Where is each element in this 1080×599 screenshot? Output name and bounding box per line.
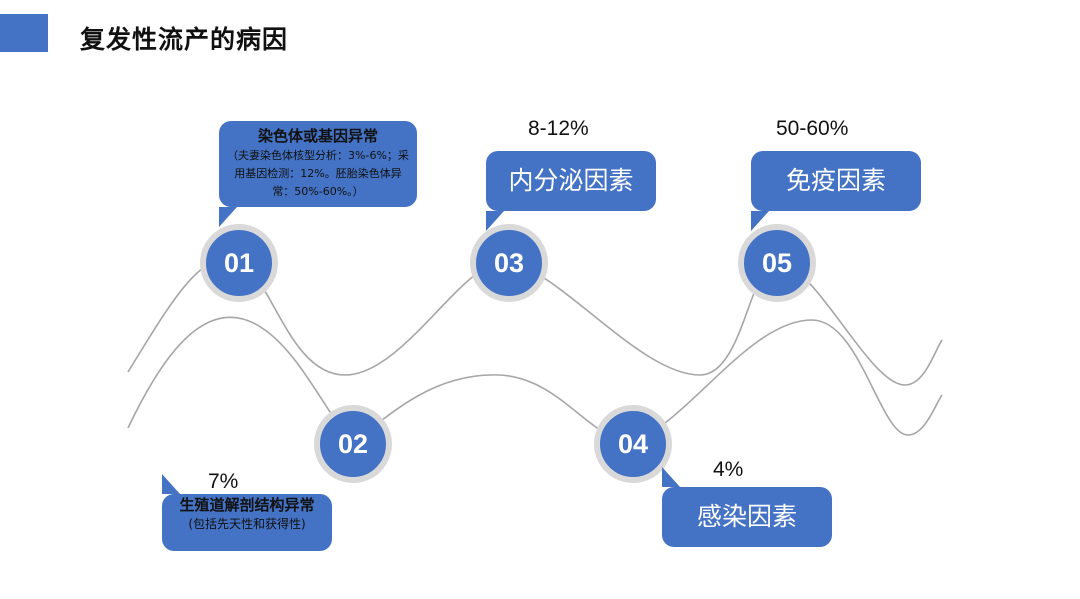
infection-percent: 4%: [713, 458, 744, 481]
immune-title: 免疫因素: [785, 166, 886, 195]
page-title: 复发性流产的病因: [80, 25, 289, 54]
chromosome-note: （夫妻染色体核型分析：3%-6%；采用基因检测：12%。胚胎染色体异常：50%-…: [227, 149, 409, 198]
infection-title: 感染因素: [696, 502, 797, 531]
node-03: 03: [470, 224, 548, 302]
node-04-label: 04: [617, 428, 649, 459]
node-05: 05: [738, 224, 816, 302]
node-05-label: 05: [761, 247, 793, 278]
callout-anatomy: 生殖道解剖结构异常 (包括先天性和获得性): [162, 474, 332, 551]
endocrine-percent: 8-12%: [528, 117, 589, 140]
node-03-label: 03: [493, 247, 525, 278]
anatomy-note: (包括先天性和获得性): [188, 517, 306, 531]
chromosome-title: 染色体或基因异常: [257, 127, 378, 145]
callout-immune: 免疫因素: [751, 151, 921, 231]
anatomy-percent: 7%: [208, 470, 239, 493]
callout-endocrine: 内分泌因素: [486, 151, 656, 231]
callout-chromosome: 染色体或基因异常 （夫妻染色体核型分析：3%-6%；采用基因检测：12%。胚胎染…: [219, 121, 417, 227]
callout-infection: 感染因素: [662, 467, 832, 547]
lower-wave-line: [127, 316, 943, 445]
node-04: 04: [594, 405, 672, 483]
node-02-label: 02: [337, 428, 369, 459]
endocrine-title: 内分泌因素: [508, 166, 634, 195]
anatomy-title: 生殖道解剖结构异常: [179, 496, 315, 514]
immune-percent: 50-60%: [776, 117, 849, 140]
title-accent-block: [0, 14, 48, 52]
node-01-label: 01: [223, 247, 255, 278]
node-02: 02: [314, 405, 392, 483]
node-01: 01: [200, 224, 278, 302]
